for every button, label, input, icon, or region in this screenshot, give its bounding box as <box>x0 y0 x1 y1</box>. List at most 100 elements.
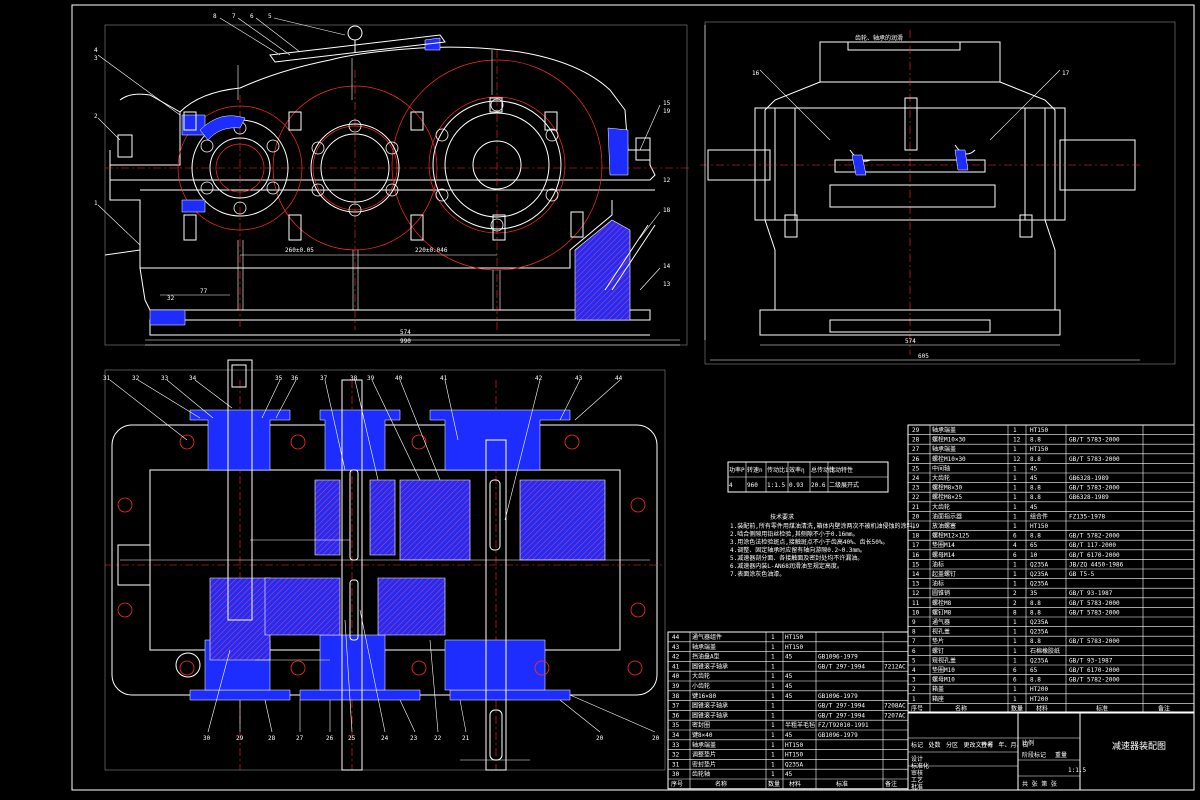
part-name-21: 大齿轮 <box>932 503 950 511</box>
part-qty-14: 1 <box>1013 571 1017 578</box>
part-no-14: 14 <box>912 571 920 578</box>
part-no-12: 12 <box>912 590 920 597</box>
part-name-17: 垫圈M14 <box>932 541 955 549</box>
lpart-no-41: 41 <box>672 663 680 670</box>
tech-note-1: 1.装配前,所有零件用煤油清洗,箱体内壁涂两次不被机油侵蚀的涂料。 <box>730 522 918 530</box>
part-qty-18: 6 <box>1013 533 1017 540</box>
lpart-name-38: 键16×80 <box>692 692 716 700</box>
part-name-20: 油面指示器 <box>932 512 962 520</box>
spec-header-0: 功率P <box>729 466 745 474</box>
part-mat-13: Q235A <box>1030 581 1048 588</box>
lpart-name-44: 通气器组件 <box>692 633 722 641</box>
lpart-qty-43: 1 <box>771 644 775 651</box>
balloon-18: 18 <box>663 207 671 214</box>
part-qty-26: 12 <box>1013 456 1021 463</box>
part-qty-25: 1 <box>1013 465 1017 472</box>
part-name-5: 窥视孔盖 <box>932 656 956 664</box>
part-no-27: 27 <box>912 446 920 453</box>
side-view: 齿轮、轴承的润滑 574 605 16 17 12 <box>663 21 1176 365</box>
part-qty-9: 1 <box>1013 619 1017 626</box>
balloon-7: 7 <box>232 13 236 20</box>
dim-center-b: 220±0.046 <box>415 247 448 254</box>
part-name-19: 放油螺塞 <box>932 522 956 530</box>
part-qty-21: 1 <box>1013 504 1017 511</box>
part-mat-29: HT150 <box>1030 427 1048 434</box>
side-view-label: 齿轮、轴承的润滑 <box>855 34 903 42</box>
balloon-25: 25 <box>348 735 356 742</box>
dim-side-total: 605 <box>918 353 929 360</box>
part-mat-14: Q235A <box>1030 571 1048 578</box>
part-name-28: 螺栓M10×30 <box>932 436 966 444</box>
front-view: 574 990 260±0.05 220±0.046 77 32 8 7 6 5… <box>94 13 690 346</box>
part-std-14: GB T5-5 <box>1069 571 1095 578</box>
part-qty-4: 6 <box>1013 667 1017 674</box>
dim-base-h: 77 <box>200 288 208 295</box>
parts-right-header-no: 序号 <box>911 704 923 712</box>
part-qty-27: 1 <box>1013 446 1017 453</box>
part-name-14: 起盖螺钉 <box>932 570 956 578</box>
balloon-23: 23 <box>410 735 418 742</box>
lpart-mat-38: 45 <box>785 693 793 700</box>
title-scale: 1:1.5 <box>1068 767 1086 774</box>
part-name-23: 螺栓M8×30 <box>932 484 962 492</box>
lpart-qty-41: 1 <box>771 663 775 670</box>
part-mat-22: 8.8 <box>1030 494 1041 501</box>
spec-value-0: 4 <box>729 482 733 489</box>
lpart-mat-42: 45 <box>785 654 793 661</box>
lpart-no-37: 37 <box>672 703 680 710</box>
title-row-1: 处数 <box>929 741 941 749</box>
part-std-20: FZ135-1978 <box>1069 513 1106 520</box>
lpart-mat-43: HT150 <box>785 644 803 651</box>
part-mat-20: 组合件 <box>1030 512 1048 520</box>
balloon-33: 33 <box>161 375 169 382</box>
lpart-no-31: 31 <box>672 761 680 768</box>
tech-note-7: 7.表面涂灰色油漆。 <box>730 570 785 578</box>
balloon-24: 24 <box>381 735 389 742</box>
balloon-37: 37 <box>320 375 328 382</box>
spec-header-2: 传动比i <box>767 466 789 474</box>
part-name-22: 螺栓M8×25 <box>932 493 962 501</box>
lpart-no-32: 32 <box>672 752 680 759</box>
part-std-12: GB/T 93-1987 <box>1069 590 1113 597</box>
part-name-9: 通气器 <box>932 618 950 626</box>
part-mat-19: HT150 <box>1030 523 1048 530</box>
part-mat-26: 8.8 <box>1030 456 1041 463</box>
part-name-3: 螺母M10 <box>932 676 955 684</box>
part-no-10: 10 <box>912 609 920 616</box>
parts-left-header-qty: 数量 <box>768 780 780 788</box>
part-qty-16: 6 <box>1013 552 1017 559</box>
part-mat-24: 45 <box>1030 475 1038 482</box>
balloon-34: 34 <box>189 375 197 382</box>
part-no-26: 26 <box>912 456 920 463</box>
part-no-16: 16 <box>912 552 920 559</box>
balloon-30: 30 <box>203 735 211 742</box>
lpart-std-37: GB/T 297-1994 <box>818 703 865 710</box>
part-name-6: 螺钉 <box>932 647 944 655</box>
part-name-7: 垫片 <box>932 637 944 645</box>
part-name-8: 视孔盖 <box>932 628 950 636</box>
lpart-mat-44: HT150 <box>785 634 803 641</box>
parts-left-header-name: 名称 <box>715 780 727 788</box>
parts-left-header-note: 备注 <box>885 780 897 788</box>
part-name-2: 箱盖 <box>932 685 944 693</box>
dim-center-a: 260±0.05 <box>285 247 314 254</box>
part-name-25: 中间轴 <box>932 464 950 472</box>
lpart-qty-30: 1 <box>771 771 775 778</box>
part-mat-9: Q235A <box>1030 619 1048 626</box>
part-no-8: 8 <box>912 629 916 636</box>
part-std-10: GB/T 5783-2000 <box>1069 609 1120 616</box>
title-sign-2: 审核 <box>911 769 923 777</box>
title-row-5: 年、月、日 <box>999 741 1029 749</box>
lpart-qty-36: 1 <box>771 712 775 719</box>
lpart-name-39: 小齿轮 <box>692 682 710 690</box>
technical-notes: 技术要求 1.装配前,所有零件用煤油清洗,箱体内壁涂两次不被机油侵蚀的涂料。2.… <box>730 513 918 578</box>
part-no-20: 20 <box>912 513 920 520</box>
part-name-26: 螺栓M10×30 <box>932 455 966 463</box>
part-no-1: 1 <box>912 696 916 703</box>
part-mat-11: 8.8 <box>1030 600 1041 607</box>
parts-right-header-std: 标准 <box>1096 704 1108 712</box>
balloon-44: 44 <box>615 375 623 382</box>
lpart-name-34: 键8×40 <box>692 731 713 739</box>
part-qty-17: 4 <box>1013 542 1017 549</box>
part-mat-12: 35 <box>1030 590 1038 597</box>
